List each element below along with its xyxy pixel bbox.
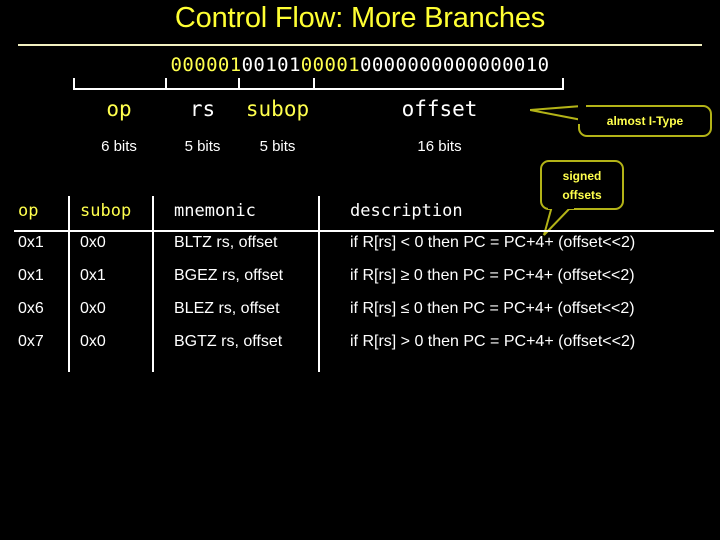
table-row: 0x7 0x0 BGTZ rs, offset if R[rs] > 0 the… <box>14 325 720 358</box>
cell-description: if R[rs] < 0 then PC = PC+4+ (offset<<2) <box>350 233 636 251</box>
cell-subop: 0x0 <box>80 233 106 251</box>
table-row: 0x6 0x0 BLEZ rs, offset if R[rs] ≤ 0 the… <box>14 292 720 325</box>
cell-mnemonic: BLTZ rs, offset <box>174 233 278 251</box>
cell-description: if R[rs] > 0 then PC = PC+4+ (offset<<2) <box>350 332 636 350</box>
callout-signed-offsets: signed offsets <box>540 160 624 210</box>
cell-op: 0x6 <box>18 299 44 317</box>
column-header-op: op <box>18 201 39 221</box>
field-label-subop: subop <box>245 97 310 121</box>
bracket-tick-subop-offset <box>313 78 315 90</box>
bracket-tick-start <box>73 78 75 90</box>
cell-op: 0x7 <box>18 332 44 350</box>
table-divider-mnemonic-description <box>318 196 320 372</box>
callout-signed-offsets-tail <box>543 205 575 236</box>
page-title: Control Flow: More Branches <box>174 2 546 34</box>
bracket-bar <box>73 88 564 90</box>
column-header-mnemonic: mnemonic <box>174 201 256 221</box>
cell-subop: 0x0 <box>80 299 106 317</box>
field-name-row: op rs subop offset <box>0 97 720 123</box>
instruction-bit-string: 00000100101000010000000000000010 <box>0 54 720 76</box>
bits-subop-field: 00001 <box>300 54 360 76</box>
table-row: 0x1 0x0 BLTZ rs, offset if R[rs] < 0 the… <box>14 226 720 259</box>
bracket-tick-op-rs <box>165 78 167 90</box>
callout-almost-itype-tail <box>530 104 586 124</box>
cell-subop: 0x0 <box>80 332 106 350</box>
field-width-subop: 5 bits <box>259 138 296 155</box>
cell-op: 0x1 <box>18 266 44 284</box>
bracket-tick-end <box>562 78 564 90</box>
cell-mnemonic: BGTZ rs, offset <box>174 332 283 350</box>
cell-mnemonic: BGEZ rs, offset <box>174 266 284 284</box>
table-header-rule <box>14 230 714 232</box>
field-width-row: 6 bits 5 bits 5 bits 16 bits <box>0 138 720 164</box>
table-divider-op-subop <box>68 196 70 372</box>
cell-mnemonic: BLEZ rs, offset <box>174 299 280 317</box>
cell-op: 0x1 <box>18 233 44 251</box>
callout-signed-offsets-line1: signed <box>562 169 602 183</box>
field-width-op: 6 bits <box>101 138 137 155</box>
column-header-subop: subop <box>80 201 132 221</box>
bracket-tick-rs-subop <box>238 78 240 90</box>
cell-description: if R[rs] ≥ 0 then PC = PC+4+ (offset<<2) <box>350 266 635 284</box>
bits-rs-field: 00101 <box>241 54 301 76</box>
field-label-op: op <box>106 97 132 121</box>
field-width-rs: 5 bits <box>184 138 221 155</box>
table-row: 0x1 0x1 BGEZ rs, offset if R[rs] ≥ 0 the… <box>14 259 720 292</box>
bits-op-field: 000001 <box>170 54 242 76</box>
field-label-rs: rs <box>189 97 216 121</box>
callout-almost-itype: almost I-Type <box>578 105 712 137</box>
branch-instruction-table: op subop mnemonic description 0x1 0x0 BL… <box>14 196 714 358</box>
field-bracket <box>73 78 564 90</box>
cell-description: if R[rs] ≤ 0 then PC = PC+4+ (offset<<2) <box>350 299 635 317</box>
bits-offset-field: 0000000000000010 <box>360 54 550 76</box>
callout-signed-offsets-line2: offsets <box>562 188 602 202</box>
title-divider <box>18 44 702 46</box>
table-divider-subop-mnemonic <box>152 196 154 372</box>
cell-subop: 0x1 <box>80 266 106 284</box>
field-width-offset: 16 bits <box>417 138 462 155</box>
table-header-row: op subop mnemonic description <box>14 196 720 226</box>
column-header-description: description <box>350 201 463 221</box>
field-label-offset: offset <box>401 97 478 121</box>
